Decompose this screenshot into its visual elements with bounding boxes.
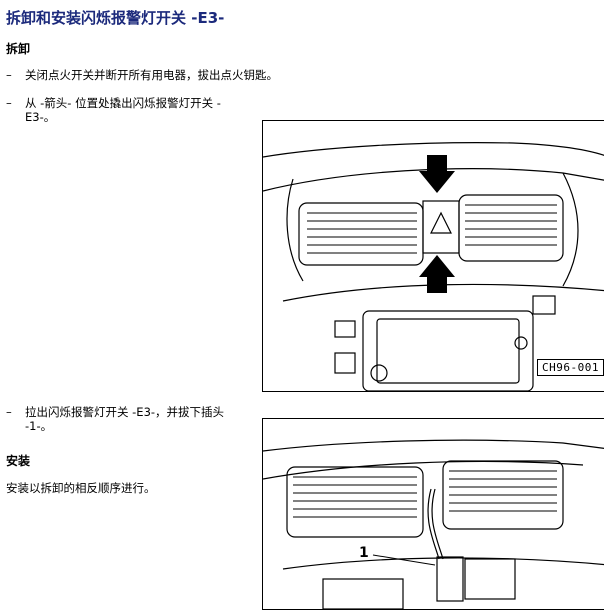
- step-text-line1: 拉出闪烁报警灯开关 -E3-，并拔下插头: [25, 405, 225, 419]
- step-3: – 拉出闪烁报警灯开关 -E3-，并拔下插头 -1-。: [6, 405, 256, 435]
- install-instruction: 安装以拆卸的相反顺序进行。: [6, 481, 156, 495]
- figure-hazard-switch-connector: 1: [262, 418, 604, 610]
- step-dash: –: [6, 405, 12, 419]
- dashboard-illustration: [263, 142, 604, 391]
- figure-code-label: CH96-001: [537, 359, 604, 376]
- step-dash: –: [6, 68, 12, 82]
- section-heading-install: 安装: [6, 454, 31, 468]
- figure-hazard-switch-removal: CH96-001: [262, 120, 604, 392]
- section-heading-remove: 拆卸: [6, 42, 31, 56]
- page-title: 拆卸和安装闪烁报警灯开关 -E3-: [6, 9, 225, 27]
- callout-connector: 1: [359, 545, 369, 561]
- step-1: – 关闭点火开关并断开所有用电器，拔出点火钥匙。: [6, 68, 336, 82]
- step-text-line2: E3-。: [25, 110, 56, 124]
- step-text: 关闭点火开关并断开所有用电器，拔出点火钥匙。: [25, 68, 278, 82]
- step-text-line2: -1-。: [25, 419, 53, 433]
- step-text-line1: 从 -箭头- 位置处撬出闪烁报警灯开关 -: [25, 96, 221, 110]
- step-2: – 从 -箭头- 位置处撬出闪烁报警灯开关 - E3-。: [6, 96, 256, 126]
- step-dash: –: [6, 96, 12, 110]
- dashboard-connector-illustration: [263, 439, 604, 609]
